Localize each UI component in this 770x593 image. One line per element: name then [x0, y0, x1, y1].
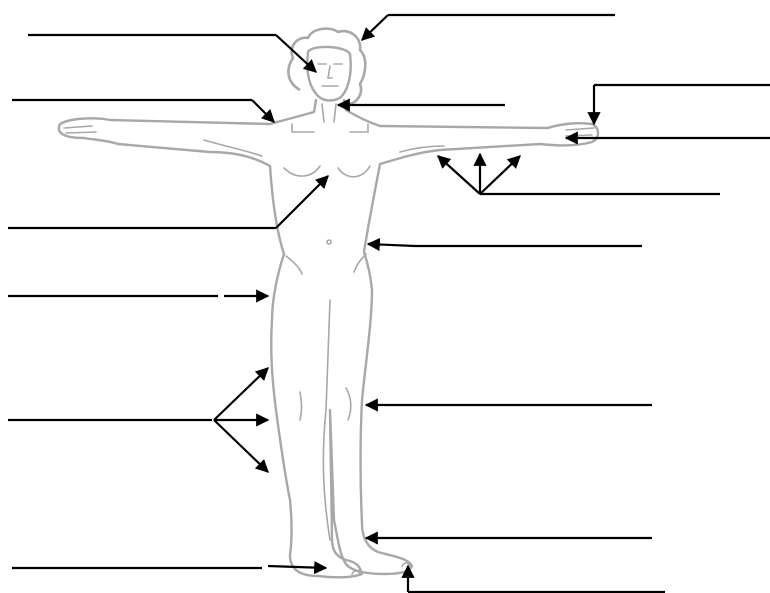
left-hand-fingers	[64, 126, 96, 133]
collarbone-lines	[292, 104, 368, 132]
hair-outline	[288, 29, 365, 104]
chest-lines	[284, 166, 370, 177]
hip-lines	[286, 254, 366, 274]
nose	[328, 66, 332, 78]
right-hand-fingers	[566, 128, 594, 136]
navel	[327, 240, 331, 244]
leader-lines	[8, 15, 770, 592]
human-figure	[59, 29, 598, 578]
armpit-creases	[204, 140, 444, 156]
